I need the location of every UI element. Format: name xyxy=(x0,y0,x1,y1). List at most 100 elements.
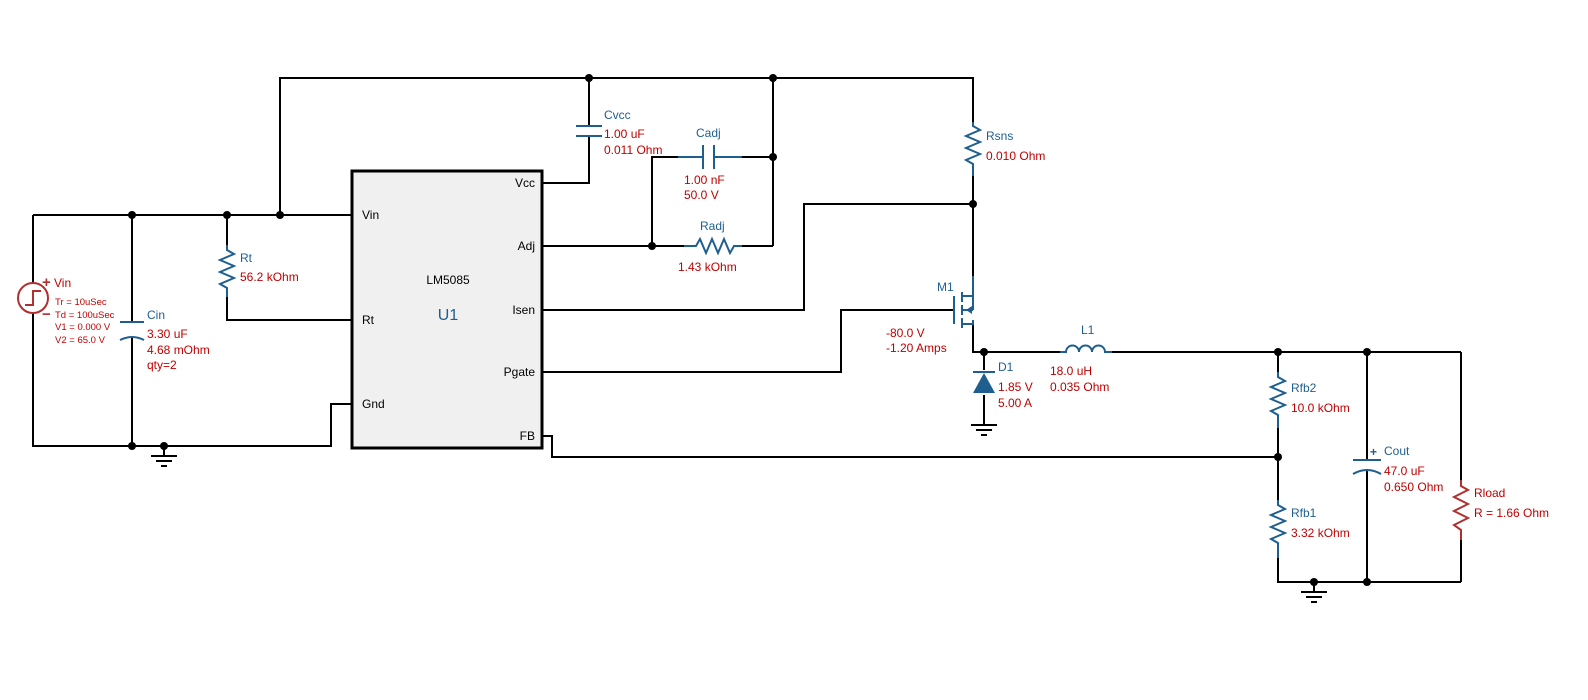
capacitor-cvcc[interactable]: Cvcc 1.00 uF 0.011 Ohm xyxy=(576,108,662,157)
junction-dot xyxy=(160,442,168,450)
rsns-name: Rsns xyxy=(986,129,1013,143)
rt-name: Rt xyxy=(240,251,253,265)
resistor-zigzag xyxy=(217,245,237,297)
vin-param: V1 = 0.000 V xyxy=(55,322,111,333)
pin-label-vcc: Vcc xyxy=(515,176,535,190)
pin-label-gnd: Gnd xyxy=(362,397,385,411)
diode-triangle-icon xyxy=(973,373,995,393)
junction-dot xyxy=(1363,348,1371,356)
pin-label-pgate: Pgate xyxy=(504,365,536,379)
cout-name: Cout xyxy=(1384,444,1410,458)
cin-value: 4.68 mOhm xyxy=(147,343,210,357)
pin-label-vin: Vin xyxy=(362,208,379,222)
ic-reference: U1 xyxy=(438,307,459,324)
vin-param: Td = 100uSec xyxy=(55,310,115,321)
pin-label-fb: FB xyxy=(520,429,535,443)
m1-name: M1 xyxy=(937,280,954,294)
pin-label-rt: Rt xyxy=(362,313,375,327)
rfb2-value: 10.0 kOhm xyxy=(1291,401,1350,415)
d1-value: 1.85 V xyxy=(998,380,1033,394)
rfb2-name: Rfb2 xyxy=(1291,381,1317,395)
diode-d1[interactable]: D1 1.85 V 5.00 A xyxy=(973,360,1033,410)
mosfet-drain-lead xyxy=(962,320,974,325)
junction-dot xyxy=(769,74,777,82)
junction-dot xyxy=(769,153,777,161)
ground-icon xyxy=(151,455,177,467)
resistor-rt[interactable]: Rt 56.2 kOhm xyxy=(217,245,299,297)
junction-dot xyxy=(128,442,136,450)
resistor-zigzag xyxy=(1268,372,1288,428)
vin-param: Tr = 10uSec xyxy=(55,297,107,308)
d1-value: 5.00 A xyxy=(998,396,1032,410)
l1-name: L1 xyxy=(1081,323,1095,337)
capacitor-curved-plate xyxy=(1352,469,1382,475)
cout-value: 47.0 uF xyxy=(1384,464,1425,478)
rsns-value: 0.010 Ohm xyxy=(986,149,1045,163)
junction-dot xyxy=(585,74,593,82)
rfb1-value: 3.32 kOhm xyxy=(1291,526,1350,540)
cin-value: 3.30 uF xyxy=(147,327,188,341)
inductor-l1[interactable]: L1 18.0 uH 0.035 Ohm xyxy=(1050,323,1112,394)
cvcc-value: 0.011 Ohm xyxy=(604,143,662,157)
m1-value: -80.0 V xyxy=(886,326,925,340)
junction-dot xyxy=(223,211,231,219)
junction-dot xyxy=(276,211,284,219)
radj-value: 1.43 kOhm xyxy=(678,260,737,274)
resistor-zigzag xyxy=(1451,480,1471,540)
pin-label-adj: Adj xyxy=(518,239,535,253)
junction-dot xyxy=(969,200,977,208)
junction-dot xyxy=(1310,578,1318,586)
junction-dots xyxy=(128,74,1371,586)
voltage-source-icon xyxy=(17,282,49,314)
capacitor-cin[interactable]: Cin 3.30 uF 4.68 mOhm qty=2 xyxy=(119,308,210,372)
step-waveform-icon xyxy=(25,290,41,306)
ic-u1[interactable]: Vcc Vin Adj Rt Isen Pgate Gnd FB LM5085 … xyxy=(350,169,544,450)
junction-dot xyxy=(1274,453,1282,461)
pin-label-isen: Isen xyxy=(512,303,535,317)
junction-dot xyxy=(1274,348,1282,356)
vin-param: V2 = 65.0 V xyxy=(55,335,106,346)
vin-source[interactable]: + − Vin Tr = 10uSec Td = 100uSec V1 = 0.… xyxy=(17,274,115,346)
ground-icon xyxy=(971,424,997,436)
cin-name: Cin xyxy=(147,308,165,322)
vin-name: Vin xyxy=(54,276,71,290)
resistor-zigzag xyxy=(684,236,742,256)
junction-dot xyxy=(980,348,988,356)
inductor-coil xyxy=(1060,344,1112,353)
rload-value: R = 1.66 Ohm xyxy=(1474,506,1549,520)
resistor-rfb1[interactable]: Rfb1 3.32 kOhm xyxy=(1268,500,1350,558)
cvcc-value: 1.00 uF xyxy=(604,127,645,141)
resistor-zigzag xyxy=(1268,500,1288,558)
ground-icon xyxy=(1301,591,1327,603)
cout-value: 0.650 Ohm xyxy=(1384,480,1443,494)
junction-dot xyxy=(1363,578,1371,586)
ic-body[interactable] xyxy=(350,169,544,450)
junction-dot xyxy=(648,242,656,250)
resistor-rsns[interactable]: Rsns 0.010 Ohm xyxy=(963,122,1045,176)
vin-minus-sign: − xyxy=(42,306,51,323)
l1-value: 0.035 Ohm xyxy=(1050,380,1109,394)
capacitor-cout[interactable]: + Cout 47.0 uF 0.650 Ohm xyxy=(1352,444,1443,494)
wires xyxy=(32,77,1462,592)
vin-plus-sign: + xyxy=(42,274,51,291)
resistor-radj[interactable]: Radj 1.43 kOhm xyxy=(678,219,742,274)
l1-value: 18.0 uH xyxy=(1050,364,1092,378)
cadj-value: 50.0 V xyxy=(684,188,719,202)
m1-value: -1.20 Amps xyxy=(886,341,947,355)
capacitor-cadj[interactable]: Cadj 1.00 nF 50.0 V xyxy=(678,126,742,202)
d1-name: D1 xyxy=(998,360,1014,374)
cvcc-name: Cvcc xyxy=(604,108,631,122)
radj-name: Radj xyxy=(700,219,725,233)
mosfet-source-lead xyxy=(962,276,974,297)
rload-name: Rload xyxy=(1474,486,1505,500)
capacitor-curved-plate xyxy=(119,336,145,341)
mosfet-m1[interactable]: M1 -80.0 V -1.20 Amps xyxy=(886,276,974,355)
resistor-rload[interactable]: Rload R = 1.66 Ohm xyxy=(1451,480,1549,540)
cout-plus-sign: + xyxy=(1370,445,1377,459)
resistor-rfb2[interactable]: Rfb2 10.0 kOhm xyxy=(1268,372,1350,428)
junction-dot xyxy=(128,211,136,219)
rt-value: 56.2 kOhm xyxy=(240,270,299,284)
resistor-zigzag xyxy=(963,122,983,176)
cadj-value: 1.00 nF xyxy=(684,173,725,187)
